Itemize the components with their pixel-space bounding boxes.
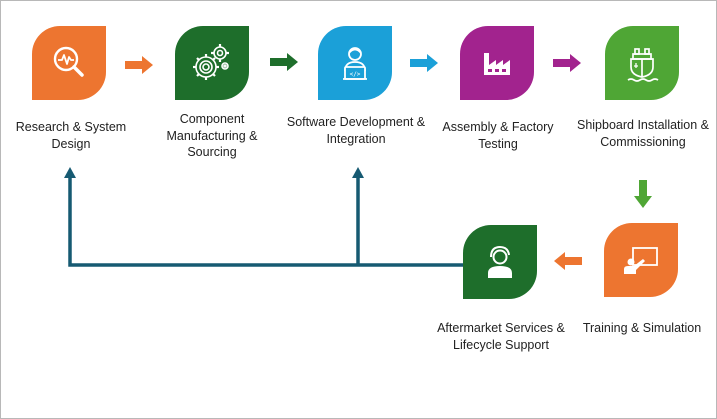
headset-support-icon (488, 245, 512, 278)
svg-text:</>: </> (350, 71, 361, 78)
arrow-shipboard-to-training (634, 180, 652, 208)
step-label-training: Training & Simulation (582, 321, 702, 335)
step-label-aftermarket: Aftermarket Services & Lifecycle Support (437, 321, 565, 352)
step-tile-assembly (460, 26, 534, 100)
step-tile-software: </> (318, 26, 392, 100)
step-tile-shipboard (605, 26, 679, 100)
arrow-component-to-software (270, 53, 298, 71)
developer-laptop-icon: </> (343, 47, 367, 80)
step-tile-aftermarket (463, 225, 537, 299)
feedback-arrowhead-software (352, 167, 364, 178)
feedback-line-main (68, 177, 464, 267)
step-label-assembly: Assembly & Factory Testing (442, 120, 554, 151)
gears-icon (193, 44, 229, 80)
feedback-arrowhead-research (64, 167, 76, 178)
factory-icon (484, 53, 510, 75)
step-label-component: Component Manufacturing & Sourcing (166, 112, 258, 159)
arrow-software-to-assembly (410, 54, 438, 72)
arrow-research-to-component (125, 56, 153, 74)
step-label-research: Research & System Design (15, 120, 127, 151)
step-label-software: Software Development & Integration (286, 115, 426, 146)
presentation-board-icon (624, 247, 658, 274)
arrow-training-to-aftermarket (554, 252, 582, 270)
ship-icon (627, 48, 659, 82)
magnifier-pulse-icon (53, 46, 84, 77)
step-tile-component (175, 26, 249, 100)
step-tile-research (32, 26, 106, 100)
step-label-shipboard: Shipboard Installation & Commissioning (576, 118, 710, 149)
step-tile-training (604, 223, 678, 297)
arrow-assembly-to-shipboard (553, 54, 581, 72)
